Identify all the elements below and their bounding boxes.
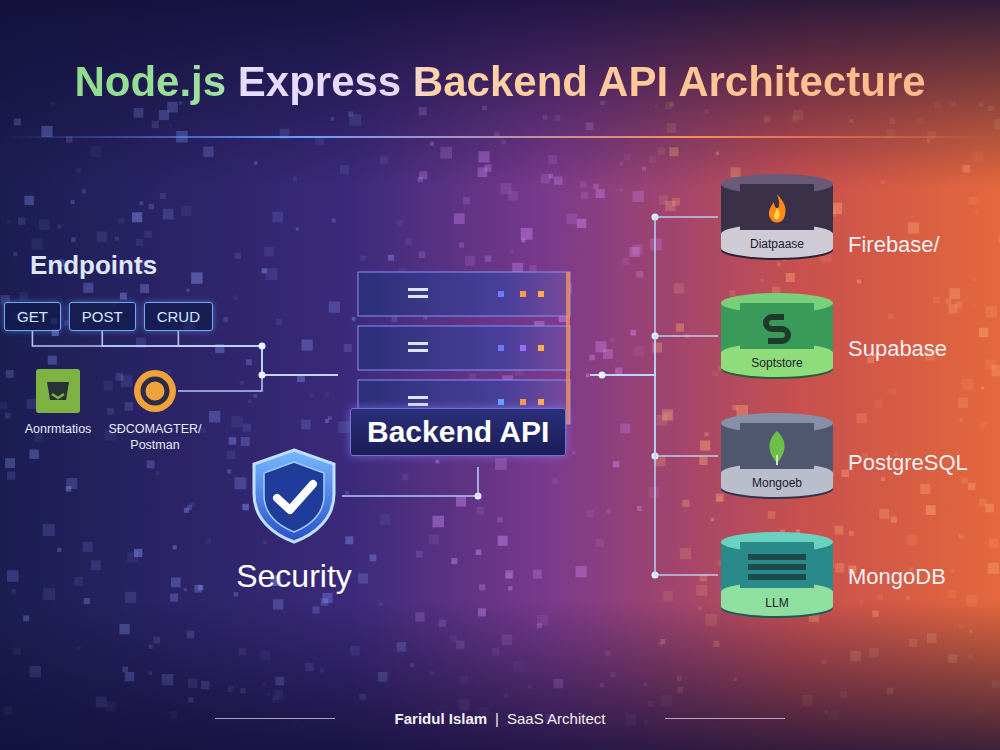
cylinder-label: Diatpaase bbox=[718, 237, 836, 251]
security-shield: Security bbox=[246, 446, 342, 546]
section-heading: Endpoints bbox=[30, 250, 157, 281]
endpoint-box: CRUD bbox=[144, 302, 213, 331]
cylinder-label: LLM bbox=[718, 596, 836, 610]
shield-graphic bbox=[246, 446, 342, 546]
database-name: PostgreSQL bbox=[848, 450, 968, 476]
author-role: SaaS Architect bbox=[507, 710, 605, 727]
connector bbox=[590, 336, 718, 375]
server-stack: Backend API bbox=[338, 262, 590, 467]
database-cylinder: SoptstoreSupabase bbox=[718, 290, 836, 382]
connector bbox=[102, 331, 338, 375]
cylinder-label: Soptstore bbox=[718, 356, 836, 370]
connector bbox=[32, 331, 338, 375]
junction-dot bbox=[599, 372, 606, 379]
connector bbox=[590, 375, 718, 575]
database-name: MongoDB bbox=[848, 564, 946, 590]
connector bbox=[178, 331, 338, 375]
tool-caption: SÐCOMAGTER/ Postman bbox=[96, 422, 214, 453]
endpoint-box: GET bbox=[4, 302, 61, 331]
endpoint-label: GET bbox=[17, 308, 48, 325]
icon-graphic bbox=[132, 368, 178, 414]
tool-icon: SÐCOMAGTER/ Postman bbox=[132, 368, 178, 414]
database-name: Firebase/ bbox=[848, 232, 940, 258]
title-bar: Node.js Express Backend API Architecture bbox=[0, 58, 1000, 106]
endpoint-box: POST bbox=[69, 302, 136, 331]
database-cylinder: DiatpaaseFirebase/ bbox=[718, 172, 836, 262]
connector bbox=[178, 375, 338, 391]
connector bbox=[342, 467, 478, 496]
author-name: Faridul Islam bbox=[395, 710, 488, 727]
database-cylinder: LLMMongoDB bbox=[718, 528, 836, 622]
database-name: Supabase bbox=[848, 336, 947, 362]
cylinder-label: Mongoeb bbox=[718, 476, 836, 490]
shield-caption: Security bbox=[236, 558, 352, 595]
title: Node.js Express Backend API Architecture bbox=[74, 58, 925, 105]
tool-caption: Aonrmtatios bbox=[0, 422, 117, 438]
connector bbox=[590, 375, 718, 456]
server-label: Backend API bbox=[350, 408, 566, 456]
icon-graphic bbox=[35, 368, 81, 414]
connector bbox=[590, 217, 718, 375]
junction-dot bbox=[259, 372, 266, 379]
endpoint-label: CRUD bbox=[157, 308, 200, 325]
tool-icon: Aonrmtatios bbox=[35, 368, 81, 414]
separator: | bbox=[495, 710, 499, 727]
endpoint-label: POST bbox=[82, 308, 123, 325]
junction-dot bbox=[259, 343, 266, 350]
database-cylinder: MongoebPostgreSQL bbox=[718, 410, 836, 502]
